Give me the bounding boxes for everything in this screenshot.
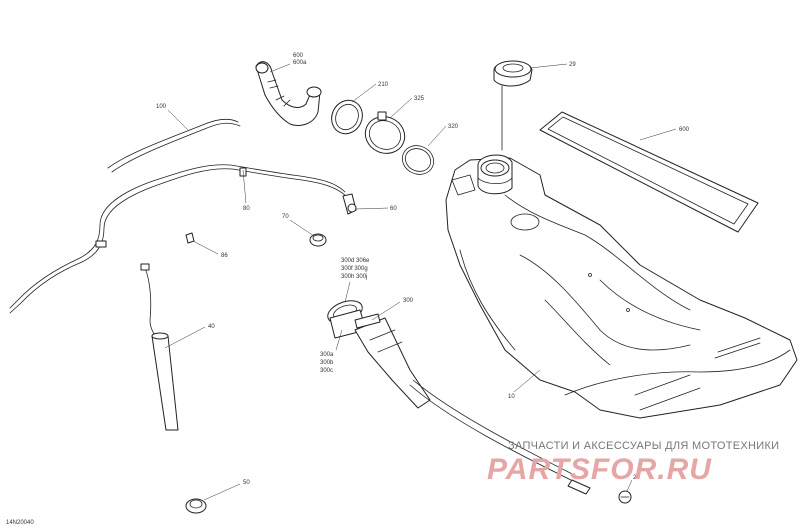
label-40: 40 [208,324,215,330]
clip-86[interactable] [185,232,195,244]
fuel-level-sensor[interactable] [140,263,179,431]
diagram-id: 14N20040 [6,520,34,526]
label-210: 210 [378,82,389,88]
callouts: 600 600a 210 325 320 29 600 100 80 60 70… [6,53,690,526]
o-ring[interactable] [398,141,439,180]
label-300: 300 [403,298,414,304]
filler-hose[interactable] [255,61,322,126]
label-86: 86 [221,253,228,259]
hose-clamp[interactable] [326,95,368,138]
watermark-brand: PARTSFOR.RU [487,453,712,486]
label-29: 29 [569,62,576,68]
label-600-pad: 600 [679,127,690,133]
fuel-cap[interactable] [493,60,533,151]
screw-20[interactable] [618,490,632,504]
label-20: 20 [633,475,640,481]
label-10: 10 [508,394,515,400]
label-70: 70 [282,214,289,220]
check-valve[interactable] [342,193,357,215]
label-300f-300g: 300f 300g [341,266,368,272]
label-600: 600 [293,53,304,59]
seal-50[interactable] [185,498,207,514]
tank-pad[interactable] [539,111,759,233]
fuel-tank[interactable] [445,154,798,419]
watermark-tagline: ЗАПЧАСТИ И АКСЕССУАРЫ ДЛЯ МОТОТЕХНИКИ [508,440,779,452]
vent-hose[interactable] [107,118,241,173]
watermark: ЗАПЧАСТИ И АКСЕССУАРЫ ДЛЯ МОТОТЕХНИКИ PA… [487,440,779,486]
label-300a: 300a [320,352,334,358]
label-320: 320 [448,124,459,130]
label-100: 100 [156,104,167,110]
label-60: 60 [390,206,397,212]
label-600a: 600a [293,60,307,66]
label-300c: 300c [320,368,333,374]
label-50: 50 [243,480,250,486]
label-80: 80 [243,206,250,212]
label-300b: 300b [320,360,334,366]
fuel-pump-module[interactable] [325,296,591,495]
pump-clamp[interactable] [359,110,410,160]
label-325: 325 [414,96,425,102]
label-300d-306e: 300d 306e [341,258,370,264]
vent-line[interactable] [9,164,348,314]
label-300h-300j: 300h 300j [341,274,367,280]
grommet-70[interactable] [309,233,327,247]
